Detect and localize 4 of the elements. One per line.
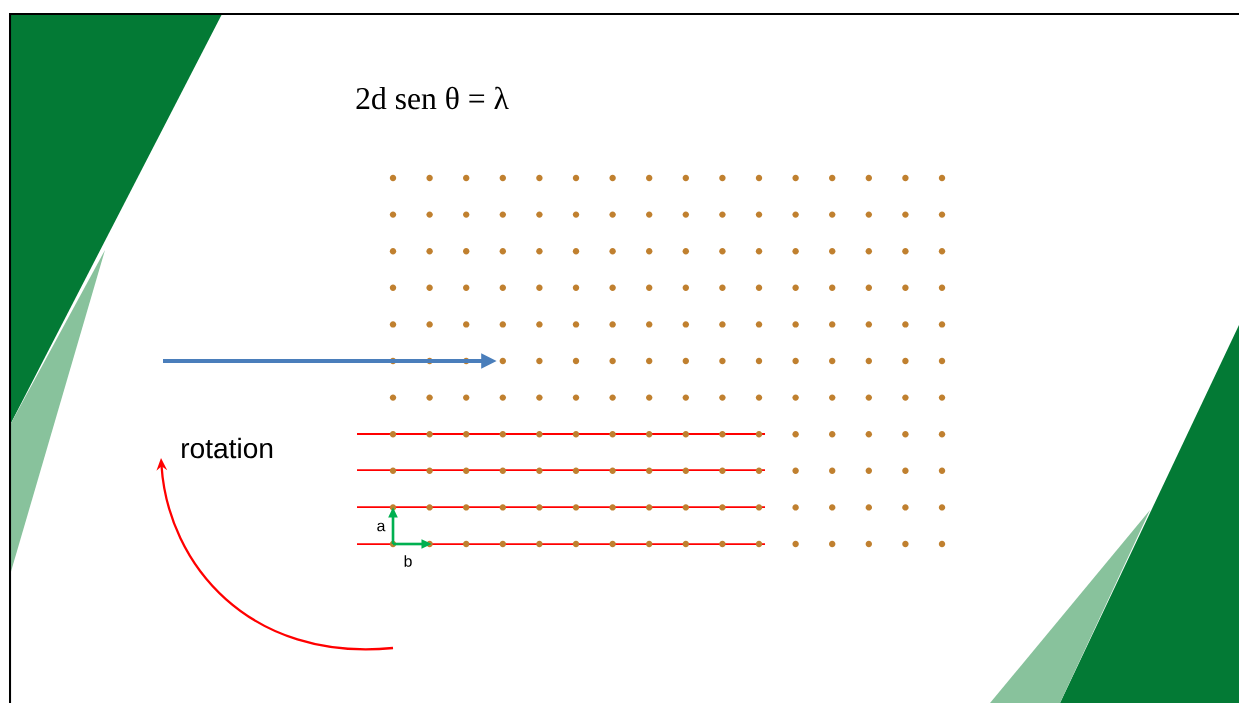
rotation-label: rotation <box>182 437 273 459</box>
vector-label: a <box>377 522 386 532</box>
equation: 2d sen θ = λ <box>356 86 509 110</box>
vector-label: b <box>404 555 412 567</box>
